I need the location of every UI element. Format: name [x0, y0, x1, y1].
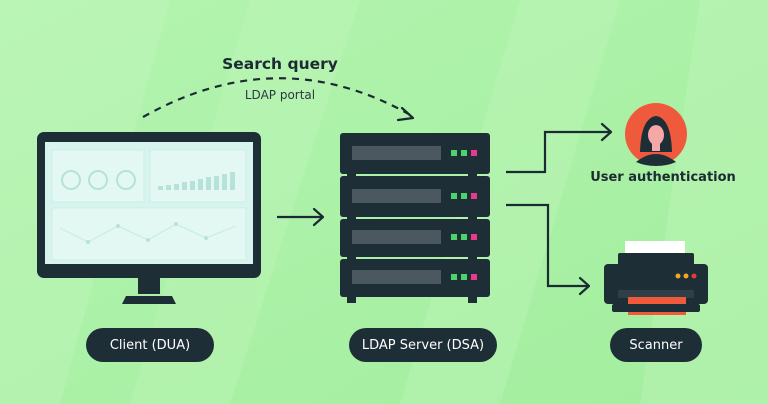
server-unit: [340, 219, 490, 257]
server-icon: [340, 133, 490, 303]
search-query-label: Search query: [222, 55, 338, 73]
ldap-portal-label: LDAP portal: [244, 88, 316, 102]
client-label-pill: Client (DUA): [86, 328, 214, 362]
printer-icon: [604, 241, 708, 315]
dashboard-mock: [51, 149, 247, 261]
user-avatar-icon: [625, 103, 687, 166]
monitor-icon: [37, 132, 261, 304]
server-unit: [340, 259, 490, 297]
dashed-arrow: [142, 77, 415, 122]
server-label-pill: LDAP Server (DSA): [349, 328, 497, 362]
arrow-icon: [277, 207, 325, 227]
scanner-label-pill: Scanner: [610, 328, 702, 362]
connector-user: [506, 122, 613, 174]
user-authentication-label: User authentication: [590, 170, 736, 185]
server-unit: [340, 176, 490, 217]
server-unit: [340, 133, 490, 174]
connector-scanner: [506, 203, 591, 296]
